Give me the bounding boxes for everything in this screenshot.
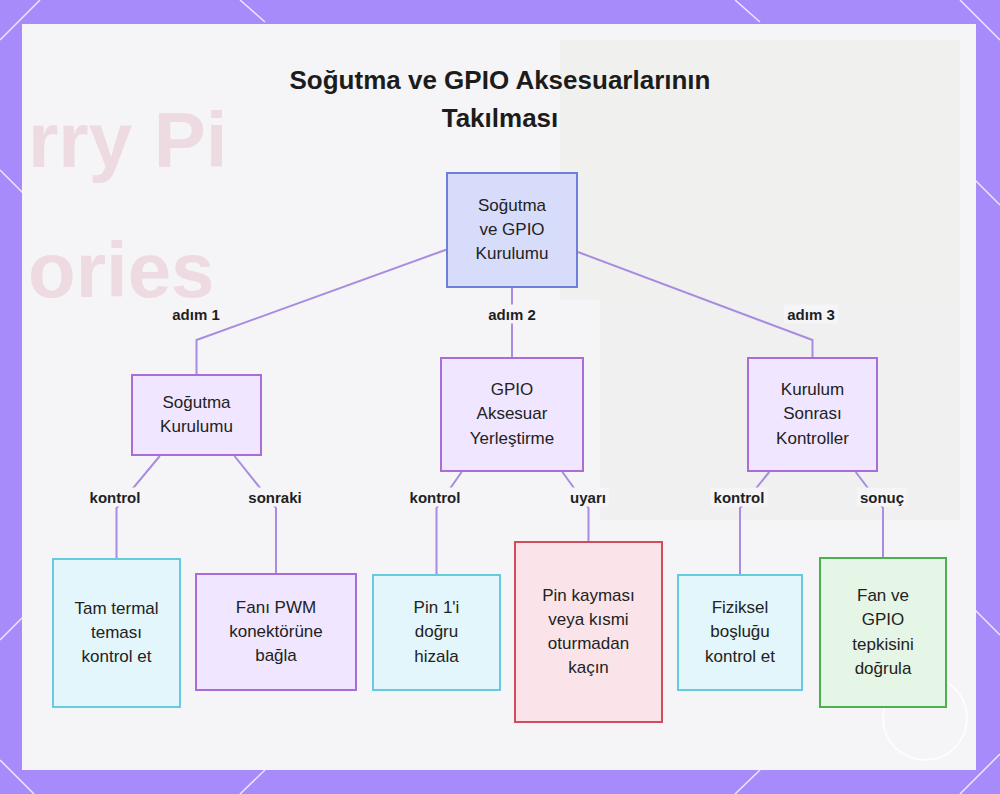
edge-label: uyarı [567, 488, 609, 507]
edge-label: kontrol [407, 488, 464, 507]
check-box: Tam termal teması kontrol et [52, 558, 181, 708]
check-box: Fiziksel boşluğu kontrol et [677, 574, 803, 691]
node-text: Soğutma ve GPIO Kurulumu [470, 194, 554, 266]
canvas-area [22, 24, 976, 770]
check-box: Pin 1'i doğru hizala [372, 574, 501, 691]
connector-line [197, 250, 447, 374]
node-text: Soğutma Kurulumu [147, 391, 246, 439]
action-box: Fanı PWM konektörüne bağla [195, 573, 357, 691]
connector-line [562, 472, 588, 541]
node-text: Fan ve GPIO tepkisini doğrula [843, 584, 923, 681]
connector-line [856, 472, 883, 557]
node-text: Fanı PWM konektörüne bağla [211, 596, 341, 668]
edge-label: adım 1 [169, 305, 223, 324]
node-text: Pin kayması veya kısmi oturmadan kaçın [540, 584, 637, 681]
blurred-photo-area [600, 300, 960, 520]
node-text: Kurulum Sonrası Kontroller [763, 378, 862, 450]
edge-label: kontrol [87, 488, 144, 507]
connector-line [117, 456, 160, 558]
node-text: GPIO Aksesuar Yerleştirme [456, 378, 568, 450]
connector-line [578, 252, 813, 357]
watermark-text: rry Pi [28, 95, 227, 186]
node-text: Tam termal teması kontrol et [72, 597, 161, 669]
step-box: GPIO Aksesuar Yerleştirme [440, 357, 584, 472]
watermark-text: ories [28, 225, 214, 316]
step-box: Kurulum Sonrası Kontroller [747, 357, 878, 472]
node-text: Fiziksel boşluğu kontrol et [697, 596, 783, 668]
edge-label: adım 2 [485, 305, 539, 324]
node-text: Pin 1'i doğru hizala [400, 596, 473, 668]
step-box: Soğutma Kurulumu [131, 374, 262, 456]
warning-box: Pin kayması veya kısmi oturmadan kaçın [514, 541, 663, 723]
edge-label: adım 3 [784, 305, 838, 324]
root-box: Soğutma ve GPIO Kurulumu [446, 172, 578, 288]
edge-label: sonuç [857, 488, 907, 507]
diagram-title: Soğutma ve GPIO Aksesuarlarının Takılmas… [240, 62, 760, 137]
result-box: Fan ve GPIO tepkisini doğrula [819, 557, 947, 708]
edge-label: sonraki [245, 488, 304, 507]
connector-line [234, 456, 276, 573]
edge-label: kontrol [711, 488, 768, 507]
